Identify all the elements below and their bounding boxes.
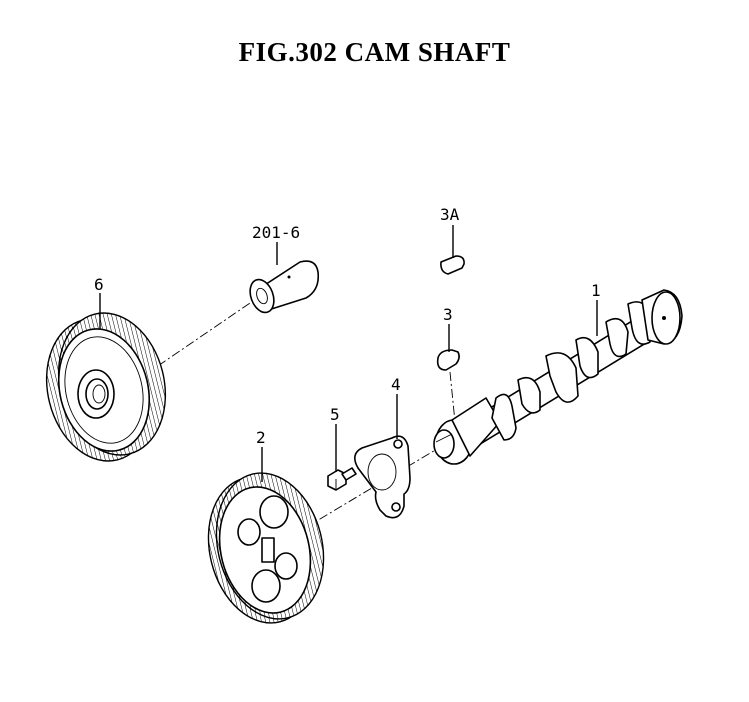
key-3A [440, 255, 465, 275]
axis-gear-6 [129, 287, 273, 386]
gear-6 [45, 312, 167, 462]
callout-201-6: 201-6 [252, 223, 300, 242]
callout-6: 6 [94, 275, 104, 294]
thrust-plate-4 [354, 435, 411, 519]
axis-key-3 [449, 371, 456, 423]
bolt-5 [327, 467, 357, 491]
callout-3: 3 [443, 305, 453, 324]
callout-1: 1 [591, 281, 601, 300]
key-3 [436, 349, 460, 371]
gear-2 [207, 472, 325, 624]
figure-title: FIG.302 CAM SHAFT [238, 37, 511, 67]
callout-2: 2 [256, 428, 266, 447]
camshaft-1 [433, 289, 683, 465]
callout-3a: 3A [440, 205, 460, 224]
bushing-201-6 [249, 260, 320, 314]
callout-5: 5 [330, 405, 340, 424]
callout-4: 4 [391, 375, 401, 394]
